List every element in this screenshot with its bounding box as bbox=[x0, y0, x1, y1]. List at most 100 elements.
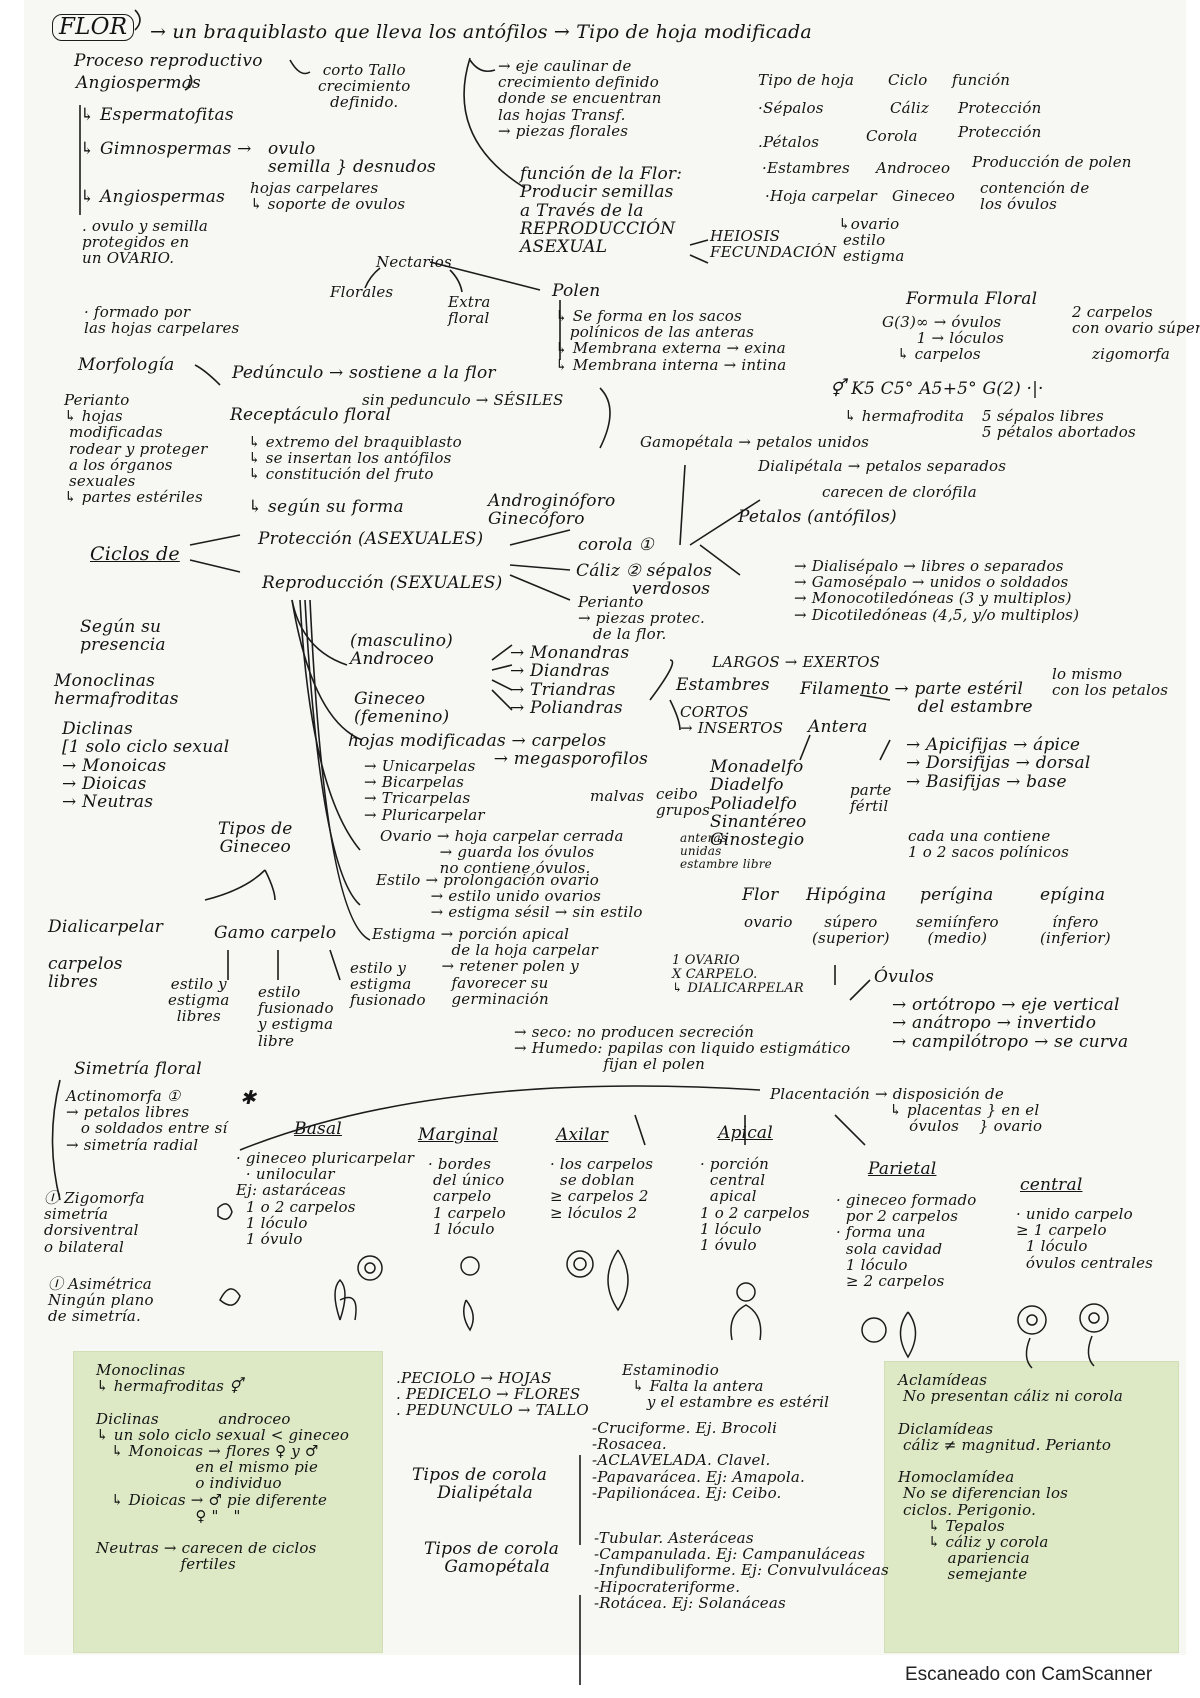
placenta-axilar-text: · los carpelos se doblan ≥ carpelos 2 ≥ … bbox=[550, 1155, 654, 1222]
table-cell: Androceo bbox=[876, 159, 951, 177]
gineceo-list: → Unicarpelas → Bicarpelas → Tricarpelas… bbox=[364, 757, 485, 824]
formula-k5: ⚥ K5 C5° A5+5° G(2) ·|· bbox=[830, 379, 1044, 399]
formula-g3: G(3)∞ → óvulos 1 → lóculos ↳ carpelos bbox=[882, 313, 1005, 364]
header-definition: → un braquiblasto que lleva los antófilo… bbox=[150, 21, 812, 43]
table-cell: Producción de polen bbox=[972, 153, 1132, 171]
ovulo-semilla-desnudos: ovulo semilla } desnudos bbox=[268, 139, 436, 178]
table-cell: .Pétalos bbox=[758, 133, 820, 151]
malvas: malvas bbox=[590, 787, 645, 805]
espermatofitas: ↳ Espermatofitas bbox=[80, 105, 234, 125]
corola-dialipetala-items: -Cruciforme. Ej. Brocoli -Rosacea. -ACLA… bbox=[592, 1419, 806, 1502]
table-cell: Protección bbox=[958, 123, 1042, 141]
gamo-type-3: estilo y estigma fusionado bbox=[350, 959, 426, 1010]
placenta-parietal: Parietal bbox=[868, 1159, 937, 1179]
formado-por: · formado por las hojas carpelares bbox=[84, 303, 240, 338]
table-cell: Cáliz bbox=[890, 99, 929, 117]
gamocarpelo: Gamo carpelo bbox=[214, 923, 337, 943]
funcion-flor: función de la Flor: Producir semillas a … bbox=[520, 164, 683, 258]
ciclos-de: Ciclos de bbox=[90, 543, 180, 565]
peciolo-list: .PECIOLO → HOJAS . PEDICELO → FLORES . P… bbox=[396, 1369, 589, 1420]
caliz-types: → Dialisépalo → libres o separados → Gam… bbox=[794, 557, 1080, 624]
formula-hermafrodita: ↳ hermafrodita bbox=[844, 407, 965, 425]
antera-types: → Apicifijas → ápice → Dorsifijas → dors… bbox=[906, 735, 1091, 792]
table-cell: Protección bbox=[958, 99, 1042, 117]
anteras-unidas: anteras unidas estambre libre bbox=[680, 831, 772, 871]
sin-pedunculo: sin pedunculo → SÉSILES bbox=[362, 391, 564, 409]
green-note-right bbox=[885, 1362, 1178, 1652]
ceibo: ceibo grupos bbox=[656, 785, 710, 820]
table-cell: contención de los óvulos bbox=[980, 179, 1090, 214]
note-left-text: Monoclinas ↳ hermafroditas ⚥ Diclinas an… bbox=[96, 1361, 350, 1574]
flor-pos-sub: ínfero (inferior) bbox=[1040, 913, 1111, 948]
largos-exertos: LARGOS → EXERTOS bbox=[712, 653, 881, 671]
reproduccion-sexuales: Reproducción (SEXUALES) bbox=[262, 573, 503, 593]
formula-sepalos: 5 sépalos libres 5 pétalos abortados bbox=[982, 407, 1136, 442]
camscanner-footer: Escaneado con CamScanner bbox=[905, 1664, 1153, 1685]
diclinas: Diclinas [1 solo ciclo sexual → Monoicas… bbox=[62, 719, 230, 813]
parte-fertil: parte fértil bbox=[850, 781, 892, 816]
ovario-def: Ovario → hoja carpelar cerrada → guarda … bbox=[380, 827, 624, 878]
lo-mismo-petalos: lo mismo con los petalos bbox=[1052, 665, 1169, 700]
ovulos-title: Óvulos bbox=[874, 967, 935, 987]
extra-floral: Extra floral bbox=[448, 293, 491, 328]
estilo-def: Estilo → prolongación ovario → estilo un… bbox=[376, 871, 643, 922]
estambres: Estambres bbox=[676, 675, 770, 695]
pedunculo: Pedúnculo → sostiene a la flor bbox=[232, 363, 496, 383]
table-header-tipo: Tipo de hoja bbox=[758, 71, 855, 89]
perianto-def: Perianto ↳ hojas modificadas rodear y pr… bbox=[64, 391, 208, 507]
gamo-type-2: estilo fusionado y estigma libre bbox=[258, 983, 334, 1050]
corto-tallo: corto Tallo crecimiento definido. bbox=[318, 61, 411, 112]
cada-una: cada una contiene 1 o 2 sacos polínicos bbox=[908, 827, 1069, 862]
table-cell: Corola bbox=[866, 127, 918, 145]
placenta-apical: Apical bbox=[718, 1123, 773, 1143]
gimnospermas: ↳ Gimnospermas → bbox=[80, 139, 252, 159]
antera: Antera bbox=[808, 717, 868, 737]
corola-dialipetala-title: Tipos de corola Dialipétala bbox=[412, 1465, 548, 1504]
cortos-insertos: CORTOS → INSERTOS bbox=[680, 703, 784, 738]
asimetrica: Ⓘ Asimétrica Ningún plano de simetría. bbox=[48, 1275, 154, 1326]
gamopetala: Gamopétala → petalos unidos bbox=[640, 433, 870, 451]
filamento: Filamento → parte estéril del estambre bbox=[800, 679, 1033, 718]
carecen-clorofila: carecen de clorófila bbox=[822, 483, 977, 501]
segun-presencia: Según su presencia bbox=[80, 617, 166, 656]
flor-pos-header: Flor bbox=[742, 885, 779, 905]
morfologia: Morfología bbox=[78, 355, 175, 375]
table-cell: ·Hoja carpelar bbox=[765, 187, 877, 205]
receptaculo: Receptáculo floral bbox=[230, 405, 392, 425]
flor-pos-sub: semiínfero (medio) bbox=[916, 913, 999, 948]
table-cell: ·Sépalos bbox=[758, 99, 824, 117]
placenta-basal: Basal bbox=[294, 1119, 342, 1139]
zigomorfa: Ⓘ Zigomorfa simetría dorsiventral o bila… bbox=[44, 1189, 145, 1256]
flor-title: FLOR bbox=[52, 14, 135, 41]
androginoforo: Androginóforo Ginecóforo bbox=[488, 491, 616, 530]
table-cell: Gineceo bbox=[892, 187, 956, 205]
corola-gamopetala-title: Tipos de corola Gamopétala bbox=[424, 1539, 560, 1578]
green-note-left bbox=[74, 1352, 382, 1652]
estaminodio: Estaminodio ↳ Falta la antera y el estam… bbox=[622, 1361, 830, 1412]
placenta-central: central bbox=[1020, 1175, 1083, 1195]
meiosis-fecundacion: HEIOSIS FECUNDACIÓN bbox=[710, 227, 837, 262]
corola-gamopetala-items: -Tubular. Asteráceas -Campanulada. Ej: C… bbox=[594, 1529, 889, 1612]
actinomorfa: Actinomorfa ① → petalos libres o soldado… bbox=[66, 1087, 228, 1154]
angiospermas-label: Angiospermas bbox=[76, 73, 201, 93]
ovario-carpelo: 1 OVARIO X CARPELO. ↳ DIALICARPELAR bbox=[672, 953, 804, 997]
flor-pos-sub: súpero (superior) bbox=[812, 913, 890, 948]
estigma-def: Estigma → porción apical de la hoja carp… bbox=[372, 925, 599, 1008]
ovulo-protegido: . ovulo y semilla protegidos en un OVARI… bbox=[82, 217, 209, 268]
hojas-modificadas: hojas modificadas → carpelos → megasporo… bbox=[348, 731, 649, 770]
petalos-antofilos: Petalos (antófilos) bbox=[738, 507, 897, 527]
nectarios: Nectarios bbox=[376, 253, 452, 271]
dialipetala: Dialipétala → petalos separados bbox=[758, 457, 1007, 475]
tipos-gineceo: Tipos de Gineceo bbox=[218, 819, 293, 858]
gineceo-title: Gineceo (femenino) bbox=[354, 689, 450, 728]
seco-humedo: → seco: no producen secreción → Humedo: … bbox=[514, 1023, 851, 1074]
monoclinas: Monoclinas hermafroditas bbox=[54, 671, 179, 710]
polen-title: Polen bbox=[552, 281, 601, 301]
placenta-basal-text: · gineceo pluricarpelar · unilocular Ej:… bbox=[236, 1149, 415, 1248]
table-header-funcion: función bbox=[952, 71, 1011, 89]
polen-items: ↳ Se forma en los sacos polínicos de las… bbox=[555, 307, 787, 374]
note-right-text: Aclamídeas No presentan cáliz ni corola … bbox=[898, 1371, 1123, 1584]
proteccion-asexuales: Protección (ASEXUALES) bbox=[258, 529, 484, 549]
hojas-carpelares: hojas carpelares ↳ soporte de ovulos bbox=[250, 179, 406, 214]
